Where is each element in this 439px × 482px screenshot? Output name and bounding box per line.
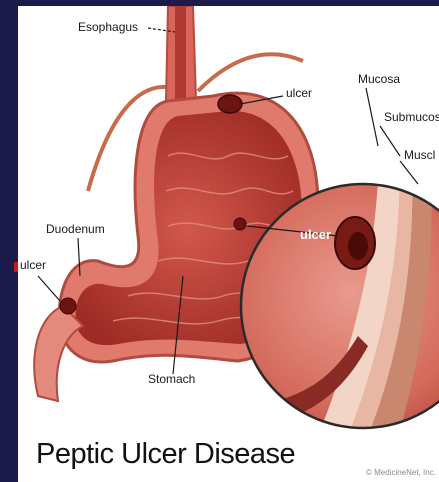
label-muscle: Muscl [404, 148, 435, 162]
diagram-title: Peptic Ulcer Disease [36, 438, 295, 471]
esophagus-lumen [175, 6, 186, 101]
label-ulcer-left: ulcer [20, 258, 46, 272]
label-esophagus: Esophagus [78, 20, 138, 34]
ulcer-top [218, 95, 242, 113]
label-duodenum: Duodenum [46, 222, 105, 236]
label-mucosa: Mucosa [358, 72, 400, 86]
label-ulcer-middle: ulcer [300, 228, 331, 242]
ulcer-duodenum [60, 298, 76, 314]
label-ulcer-top: ulcer [286, 86, 312, 100]
label-submucosa: Submucos [384, 110, 439, 124]
ulcer-middle-small [234, 218, 246, 230]
credit-text: © MedicineNet, Inc. [366, 468, 436, 477]
diagram-canvas: Esophagus ulcer Mucosa Submucos Muscl Du… [18, 6, 439, 482]
label-stomach: Stomach [148, 372, 195, 386]
